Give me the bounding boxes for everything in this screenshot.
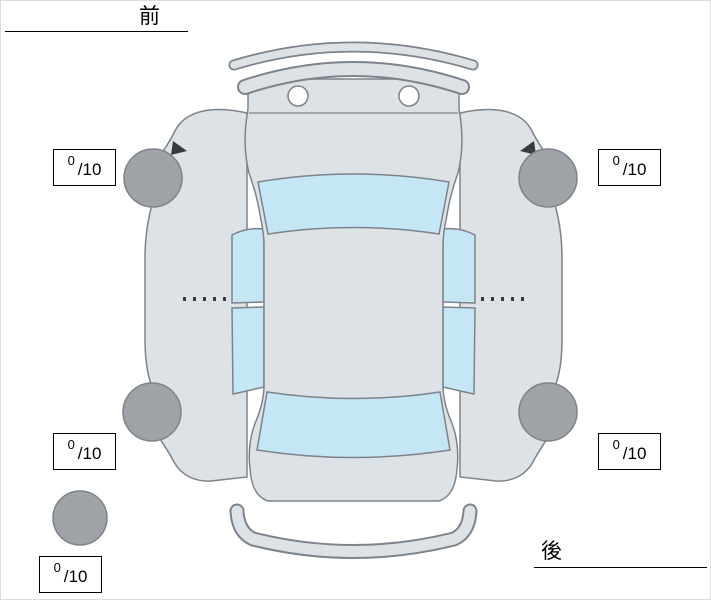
hood-circle-left [287, 85, 309, 107]
score-max: /10 [622, 160, 647, 179]
windshield-glass [257, 173, 450, 235]
rear-underline [534, 567, 707, 568]
wheel-rear-right [518, 382, 578, 442]
left-door-panel [144, 108, 248, 482]
rear-window-glass [256, 391, 451, 459]
score-value: 0 [53, 560, 61, 575]
score-max: /10 [622, 444, 647, 463]
rear-bumper [231, 505, 476, 557]
score-value: 0 [67, 153, 75, 168]
rear-label: 後 [541, 540, 563, 563]
front-bumper-top-strip [230, 43, 477, 69]
score-value: 0 [612, 153, 620, 168]
front-label: 前 [139, 5, 161, 28]
score-rear-right: 0 /10 [598, 433, 661, 470]
front-underline [5, 31, 188, 32]
front-bumper [239, 63, 468, 93]
wheel-spare [52, 490, 108, 546]
score-max: /10 [77, 160, 102, 179]
score-spare: 0 /10 [39, 556, 102, 593]
left-rear-door-glass [231, 306, 265, 395]
left-side-mirror-icon [171, 141, 187, 155]
score-value: 0 [67, 437, 75, 452]
hood-circle-right [398, 85, 420, 107]
score-max: /10 [63, 567, 88, 586]
score-max: /10 [77, 444, 102, 463]
left-front-door-glass [231, 227, 265, 304]
left-side-panel-group [144, 108, 265, 482]
score-value: 0 [612, 437, 620, 452]
wheel-front-left [123, 148, 183, 208]
score-front-right: 0 /10 [598, 149, 661, 186]
score-rear-left: 0 /10 [53, 433, 116, 470]
score-front-left: 0 /10 [53, 149, 116, 186]
wheel-rear-left [122, 382, 182, 442]
wheel-front-right [518, 148, 578, 208]
